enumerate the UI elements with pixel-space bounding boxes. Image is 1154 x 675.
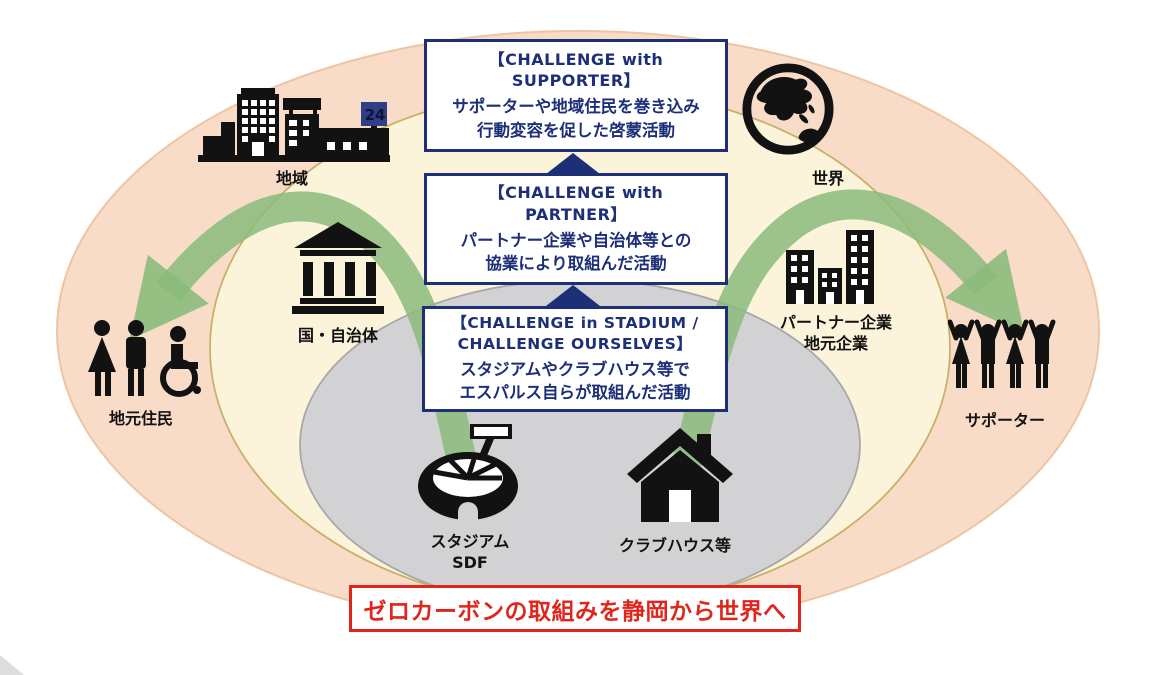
challenge-partner-title-line1: 【CHALLENGE with (488, 183, 664, 203)
challenge-stadium-title-line2: CHALLENGE OURSELVES】 (457, 334, 693, 353)
challenge-supporter-body-line1: サポーターや地域住民を巻き込み (452, 97, 700, 117)
clubhouse-label: クラブハウス等 (618, 536, 731, 555)
cheering-people-icon (948, 319, 1056, 388)
sign-24-label: 24 (364, 106, 386, 124)
stadium-label-line1: スタジアム (430, 532, 510, 551)
zero-carbon-banner-text: ゼロカーボンの取組みを静岡から世界へ (363, 598, 787, 625)
up-arrow-icon (546, 153, 600, 174)
stadium-icon (418, 424, 518, 524)
city-buildings-icon (198, 88, 390, 162)
challenge-stadium-body-line1: スタジアムやクラブハウス等で (460, 360, 690, 380)
challenge-stadium-body-line2: エスパルス自らが取組んだ活動 (459, 383, 691, 403)
stadium-label: スタジアム SDF (410, 531, 530, 573)
partners-label: パートナー企業 地元企業 (776, 312, 896, 354)
up-arrow-icon (546, 285, 600, 306)
office-towers-icon (786, 230, 874, 304)
people-wheelchair-icon (88, 320, 201, 397)
challenge-partner-body-line2: 協業により取組んだ活動 (485, 254, 667, 274)
challenge-supporter-title-line1: 【CHALLENGE with (488, 49, 664, 69)
challenge-supporter-body-line2: 行動変容を促した啓蒙活動 (477, 120, 675, 140)
challenge-partner-title-line2: PARTNER】 (525, 204, 627, 224)
region-label: 地域 (275, 169, 308, 188)
government-label: 国・自治体 (297, 326, 378, 345)
page-corner-artifact (0, 655, 24, 675)
partners-label-line2: 地元企業 (803, 334, 868, 353)
house-icon (627, 428, 733, 522)
challenge-box-partner: 【CHALLENGE with PARTNER】 パートナー企業や自治体等との … (424, 173, 728, 285)
challenge-partner-body-line1: パートナー企業や自治体等との (460, 230, 692, 250)
stadium-label-line2: SDF (452, 553, 488, 572)
partners-label-line1: パートナー企業 (779, 313, 892, 332)
supporters-label: サポーター (964, 411, 1045, 430)
world-label: 世界 (811, 169, 844, 188)
challenge-stadium-title-line1: 【CHALLENGE in STADIUM / (451, 314, 699, 333)
challenge-supporter-title-line2: SUPPORTER】 (511, 71, 641, 91)
zero-carbon-banner: ゼロカーボンの取組みを静岡から世界へ (349, 585, 801, 632)
globe-icon (742, 63, 834, 155)
challenge-box-stadium-ourselves: 【CHALLENGE in STADIUM / CHALLENGE OURSEL… (422, 306, 728, 412)
bank-icon (292, 222, 384, 314)
residents-label: 地元住民 (108, 409, 173, 428)
challenge-box-supporter: 【CHALLENGE with SUPPORTER】 サポーターや地域住民を巻き… (424, 39, 728, 152)
